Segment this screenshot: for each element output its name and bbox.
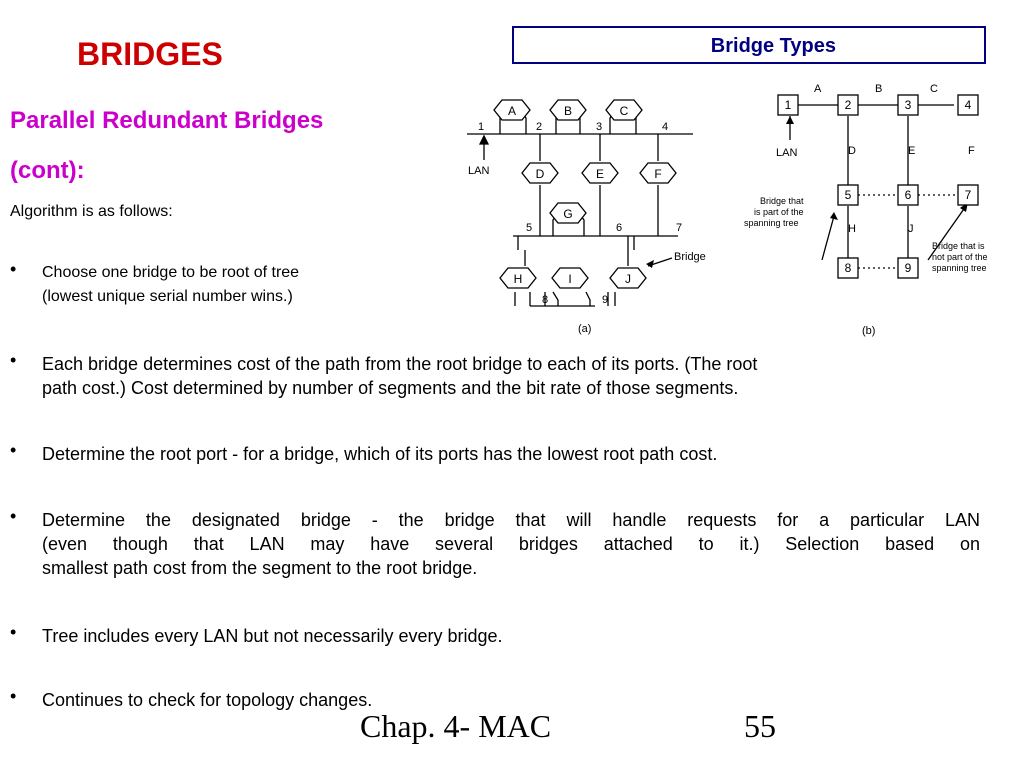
bridge-label: I — [568, 272, 571, 286]
lan-number: 6 — [905, 188, 912, 202]
bridge-letter: B — [875, 83, 882, 95]
bullet-marker: • — [10, 350, 17, 370]
bullet-text: Tree includes every LAN but not necessar… — [42, 624, 982, 648]
footer-chapter: Chap. 4- MAC — [360, 708, 552, 744]
bullet-line: Determine the designated bridge - the br… — [42, 510, 980, 530]
lan-number: 4 — [965, 98, 972, 112]
bullet-text: Determine the root port - for a bridge, … — [42, 442, 982, 466]
bullet-text: Choose one bridge to be root of tree (lo… — [42, 261, 299, 309]
lan-number: 2 — [845, 98, 852, 112]
bullet-line: (even though that LAN may have several b… — [42, 534, 980, 554]
spanning-note-line: Bridge that — [760, 196, 804, 206]
bridge-pointer-label: Bridge — [674, 251, 706, 263]
bullet-line: smallest path cost from the segment to t… — [42, 558, 478, 578]
lan-number: 7 — [965, 188, 972, 202]
lan-number: 8 — [542, 294, 548, 306]
lan-label: LAN — [776, 147, 797, 159]
slide-title: BRIDGES — [77, 36, 223, 72]
diagram-b-caption: (b) — [862, 325, 875, 337]
non-spanning-note-line: not part of the — [932, 252, 988, 262]
lan-label: LAN — [468, 165, 489, 177]
bullet-line: path cost.) Cost determined by number of… — [42, 378, 739, 398]
bridge-letter: J — [908, 223, 914, 235]
bridge-letter: E — [908, 145, 915, 157]
bridge-label: J — [625, 272, 631, 286]
subtitle-line-1: Parallel Redundant Bridges — [10, 107, 324, 134]
diagram-a-caption: (a) — [578, 323, 591, 335]
bridge-label: C — [620, 104, 629, 118]
bullet-marker: • — [10, 686, 17, 706]
bridge-letter: D — [848, 145, 856, 157]
lan-number: 3 — [905, 98, 912, 112]
bridge-types-box: Bridge Types — [512, 26, 986, 64]
lan-number: 5 — [526, 222, 532, 234]
lan-number: 7 — [676, 222, 682, 234]
bridge-label: B — [564, 104, 572, 118]
bridge-letter: F — [968, 145, 975, 157]
bullet-marker: • — [10, 506, 17, 526]
spanning-tree-diagram-b: 1 2 3 4 5 6 7 8 9 A B C D E F H J LAN (b… — [744, 83, 988, 337]
bridge-label: D — [536, 167, 545, 181]
lan-number: 5 — [845, 188, 852, 202]
bullet-text: Determine the designated bridge - the br… — [42, 508, 980, 580]
bullet-text: Continues to check for topology changes. — [42, 688, 982, 712]
bridge-topology-diagram-a: A B C D E F G H I J 1 2 3 4 5 6 7 8 9 LA… — [467, 99, 706, 335]
bridge-label: G — [563, 207, 572, 221]
subtitle-line-2: (cont): — [10, 157, 85, 184]
bridge-letter: C — [930, 83, 938, 95]
bullet-marker: • — [10, 622, 17, 642]
bullet-marker: • — [10, 440, 17, 460]
bullet-marker: • — [10, 259, 17, 279]
lan-number: 4 — [662, 121, 668, 133]
bullet-text: Each bridge determines cost of the path … — [42, 352, 982, 400]
lan-number: 1 — [478, 121, 484, 133]
bridge-label: F — [654, 167, 661, 181]
bridge-label: A — [508, 104, 516, 118]
bridge-label: H — [514, 272, 523, 286]
lan-number: 1 — [785, 98, 792, 112]
bullet-line: Determine the root port - for a bridge, … — [42, 444, 718, 464]
algorithm-intro: Algorithm is as follows: — [10, 203, 173, 220]
lan-number: 3 — [596, 121, 602, 133]
bullet-line: Choose one bridge to be root of tree — [42, 264, 300, 281]
bullet-line: (lowest unique serial number wins.) — [42, 288, 293, 305]
lan-number: 8 — [845, 261, 852, 275]
bullet-line: Tree includes every LAN but not necessar… — [42, 626, 503, 646]
bridge-letter: A — [814, 83, 822, 95]
lan-number: 9 — [602, 294, 608, 306]
spanning-note-line: is part of the — [754, 207, 804, 217]
bridge-letter: H — [848, 223, 856, 235]
lan-number: 9 — [905, 261, 912, 275]
bridge-types-label: Bridge Types — [710, 35, 836, 57]
non-spanning-note-line: spanning tree — [932, 263, 987, 273]
lan-number: 6 — [616, 222, 622, 234]
bullet-line: Each bridge determines cost of the path … — [42, 354, 758, 374]
spanning-note-line: spanning tree — [744, 218, 799, 228]
bridge-label: E — [596, 167, 604, 181]
footer-page-number: 55 — [744, 708, 776, 744]
bullet-line: Continues to check for topology changes. — [42, 690, 373, 710]
lan-number: 2 — [536, 121, 542, 133]
non-spanning-note-line: Bridge that is — [932, 241, 985, 251]
